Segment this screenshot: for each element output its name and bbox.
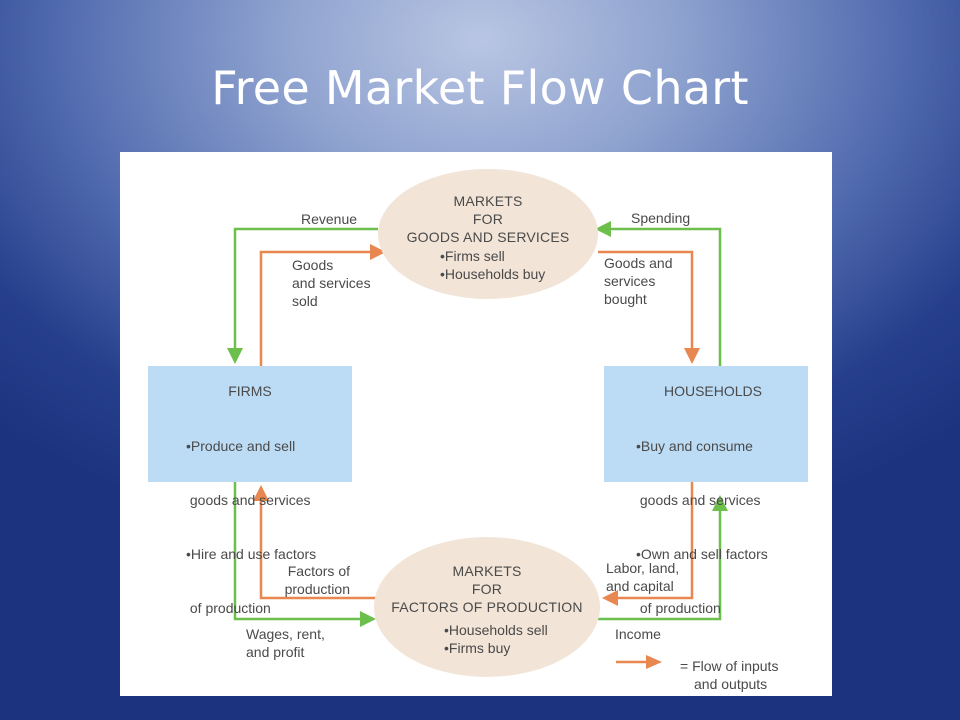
goods-sold-arrowhead bbox=[370, 244, 386, 260]
revenue-arrowhead bbox=[227, 348, 243, 364]
factors-to-firms-flow-line bbox=[259, 497, 376, 600]
factors-to-firms-arrowhead bbox=[253, 485, 269, 501]
goods-market-title: MARKETS FOR GOODS AND SERVICES bbox=[406, 193, 570, 245]
goods-market-ellipse bbox=[378, 169, 598, 299]
income-arrowhead bbox=[712, 495, 728, 511]
goods-bought-label: Goods and services bought bbox=[604, 255, 673, 307]
revenue-flow-line bbox=[233, 227, 378, 352]
income-label: Income bbox=[615, 626, 661, 642]
factor-market-bullets: •Households sell •Firms buy bbox=[444, 622, 548, 656]
labor-land-capital-label: Labor, land, and capital bbox=[606, 560, 680, 594]
legend-arrowhead bbox=[646, 655, 662, 669]
flow-chart-panel: MARKETS FOR GOODS AND SERVICES •Firms se… bbox=[120, 152, 832, 696]
slide-title: Free Market Flow Chart bbox=[211, 61, 749, 115]
firms-box bbox=[148, 366, 352, 482]
goods-bought-flow-line bbox=[598, 250, 694, 352]
wages-flow-line bbox=[233, 482, 364, 621]
households-box bbox=[604, 366, 808, 482]
factor-market-ellipse bbox=[374, 537, 600, 677]
goods-sold-label: Goods and services sold bbox=[292, 257, 371, 309]
goods-market-bullets: •Firms sell •Households buy bbox=[440, 248, 546, 282]
legend-text: = Flow of inputs and outputs bbox=[680, 658, 779, 692]
factor-market-title: MARKETS FOR FACTORS OF PRODUCTION bbox=[391, 563, 583, 615]
households-title: HOUSEHOLDS bbox=[663, 383, 763, 399]
goods-sold-flow-line bbox=[259, 250, 374, 366]
factors-of-production-label: Factors of production bbox=[284, 563, 350, 597]
households-description: •Buy and consume goods and services •Own… bbox=[636, 438, 768, 616]
revenue-label: Revenue bbox=[301, 211, 358, 227]
wages-arrowhead bbox=[360, 611, 376, 627]
goods-bought-arrowhead bbox=[684, 348, 700, 364]
labor-arrowhead bbox=[602, 590, 618, 606]
labor-flow-line bbox=[614, 482, 694, 600]
spending-arrowhead bbox=[595, 221, 611, 237]
firms-description: •Produce and sell goods and services •Hi… bbox=[186, 438, 317, 616]
wages-label: Wages, rent, and profit bbox=[246, 626, 325, 660]
income-flow-line bbox=[598, 507, 722, 621]
firms-title: FIRMS bbox=[228, 383, 272, 399]
spending-label: Spending bbox=[631, 210, 691, 226]
